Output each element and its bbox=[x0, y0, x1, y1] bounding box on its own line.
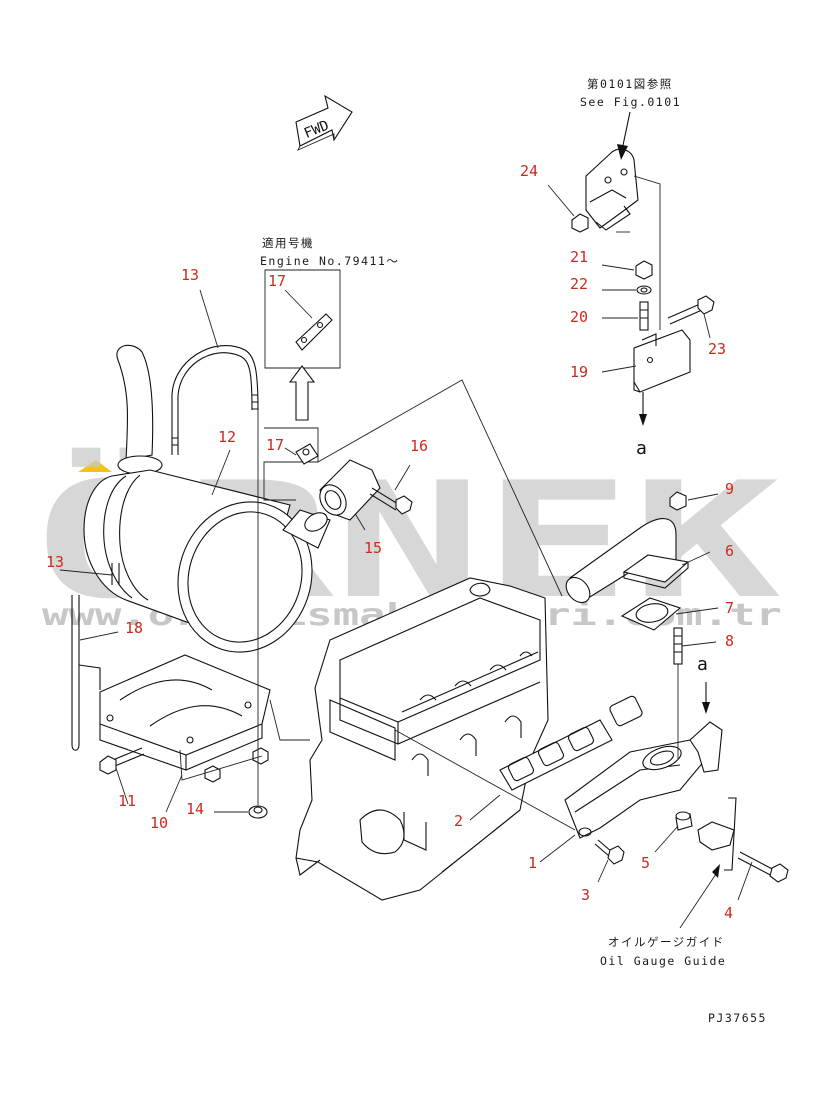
callout-5: 5 bbox=[641, 854, 650, 872]
callout-12: 12 bbox=[218, 428, 236, 446]
callout-8: 8 bbox=[725, 632, 734, 650]
callout-1: 1 bbox=[528, 854, 537, 872]
callout-22: 22 bbox=[570, 275, 588, 293]
arrow-letter-a-lower: a bbox=[697, 654, 708, 675]
down-arrow-upper-icon bbox=[639, 392, 647, 426]
leader-lines bbox=[59, 289, 753, 901]
callout-19: 19 bbox=[570, 363, 588, 381]
see-fig-en: See Fig.0101 bbox=[580, 95, 681, 109]
callout-17-top: 17 bbox=[268, 272, 286, 290]
exhaust-manifold-gasket bbox=[499, 695, 643, 791]
callout-23: 23 bbox=[708, 340, 726, 358]
callout-3: 3 bbox=[581, 886, 590, 904]
engine-block bbox=[295, 473, 549, 901]
callout-4: 4 bbox=[724, 904, 733, 922]
right-leader-lines bbox=[547, 184, 711, 373]
drain-hose-upper bbox=[171, 345, 259, 455]
drawing-number: PJ37655 bbox=[708, 1011, 767, 1025]
engine-jp: 適用号機 bbox=[262, 236, 314, 250]
callout-7: 7 bbox=[725, 599, 734, 617]
exhaust-manifold bbox=[564, 721, 723, 839]
callout-14: 14 bbox=[186, 800, 204, 818]
oil-gauge-en: Oil Gauge Guide bbox=[600, 954, 726, 968]
muffler-assembly bbox=[83, 344, 331, 653]
arrow-letter-a-upper: a bbox=[636, 438, 647, 459]
callout-15: 15 bbox=[364, 539, 382, 557]
fwd-arrow-icon: FWD bbox=[295, 94, 353, 151]
upper-fasteners bbox=[571, 213, 715, 331]
callout-2: 2 bbox=[454, 812, 463, 830]
oil-gauge-guide-bracket bbox=[697, 797, 789, 883]
callout-18: 18 bbox=[125, 619, 143, 637]
down-arrow-lower-icon bbox=[702, 682, 710, 714]
pipe-lower-left bbox=[71, 563, 120, 751]
callout-24: 24 bbox=[520, 162, 538, 180]
elbow-gasket bbox=[620, 597, 682, 631]
callout-11: 11 bbox=[118, 792, 136, 810]
see-fig-jp: 第0101図参照 bbox=[587, 77, 673, 91]
hanger-bracket bbox=[633, 329, 691, 393]
engine-en: Engine No.79411～ bbox=[260, 254, 399, 268]
callout-20: 20 bbox=[570, 308, 588, 326]
oil-gauge-jp: オイルゲージガイド bbox=[608, 935, 725, 949]
watermark-logo-accent bbox=[78, 460, 112, 472]
up-arrow-icon bbox=[288, 365, 316, 421]
callout-9: 9 bbox=[725, 480, 734, 498]
oil-gauge-pointer-icon bbox=[679, 864, 720, 929]
hex-nut bbox=[669, 491, 687, 511]
exhaust-elbow bbox=[565, 518, 690, 604]
callout-6: 6 bbox=[725, 542, 734, 560]
callout-17-bottom: 17 bbox=[266, 436, 284, 454]
upper-bracket bbox=[585, 148, 661, 330]
detail-inset bbox=[263, 269, 341, 501]
callout-10: 10 bbox=[150, 814, 168, 832]
spacer bbox=[675, 811, 693, 831]
callout-13-top: 13 bbox=[181, 266, 199, 284]
mounting-bracket bbox=[99, 654, 271, 771]
see-fig-pointer-icon bbox=[617, 111, 631, 160]
callout-numbers: 1 2 3 4 5 6 7 8 9 10 11 12 13 13 14 15 1… bbox=[46, 162, 734, 922]
notes: 第0101図参照 See Fig.0101 適用号機 Engine No.794… bbox=[260, 77, 767, 1025]
callout-13-left: 13 bbox=[46, 553, 64, 571]
stud-bolt bbox=[673, 627, 683, 665]
callout-21: 21 bbox=[570, 248, 588, 266]
pipe-clamp bbox=[319, 459, 413, 521]
manifold-bolt bbox=[594, 839, 625, 865]
callout-16: 16 bbox=[410, 437, 428, 455]
